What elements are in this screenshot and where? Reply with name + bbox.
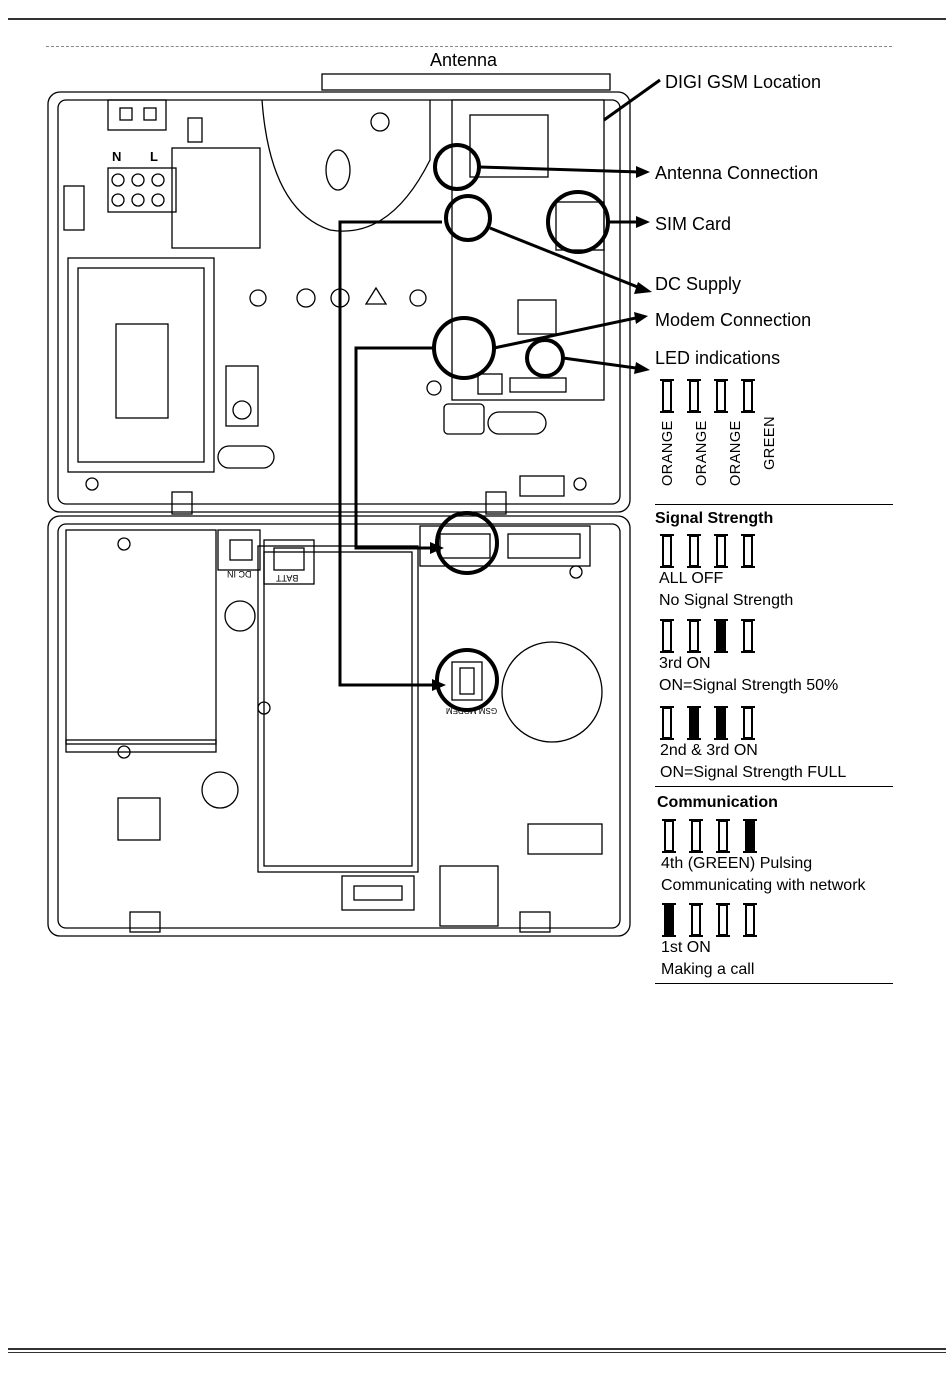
dc-in-marking: DC IN <box>227 569 252 580</box>
signal-state-2-line2: ON=Signal Strength 50% <box>659 677 839 694</box>
led-3 <box>714 706 728 740</box>
led-1 <box>660 534 674 568</box>
led-color-4: GREEN <box>762 415 778 470</box>
separator <box>655 786 893 787</box>
led-2 <box>687 619 701 653</box>
page-bottom-rule <box>8 1348 946 1350</box>
led-4 <box>743 903 757 937</box>
signal-state-3-line2: ON=Signal Strength FULL <box>660 764 847 781</box>
signal-strength-heading: Signal Strength <box>655 510 774 527</box>
led-4 <box>741 619 755 653</box>
led-3 <box>714 379 728 413</box>
led-4 <box>741 379 755 413</box>
signal-state-2-leds <box>660 619 755 653</box>
antenna-label: Antenna <box>430 50 498 70</box>
signal-state-1-leds <box>660 534 755 568</box>
led-2 <box>687 379 701 413</box>
led-1 <box>660 706 674 740</box>
sim-card-label: SIM Card <box>655 214 732 234</box>
modem-connection-label: Modem Connection <box>655 310 812 330</box>
batt-marking: BATT <box>276 573 299 584</box>
signal-state-1-line1: ALL OFF <box>659 570 724 587</box>
led-legend-row <box>660 379 755 413</box>
gsm-modem-marking: GSM MODEM <box>446 705 498 715</box>
page-dashed-rule <box>46 46 892 47</box>
comm-state-1-line2: Communicating with network <box>661 877 866 894</box>
led-2 <box>689 903 703 937</box>
comm-state-2-line2: Making a call <box>661 961 755 978</box>
led-3 <box>716 819 730 853</box>
separator <box>655 983 893 984</box>
led-3 <box>716 903 730 937</box>
digi-gsm-location-label: DIGI GSM Location <box>665 72 822 92</box>
led-4 <box>741 534 755 568</box>
led-indications-label: LED indications <box>655 348 781 368</box>
live-marking: L <box>150 149 158 164</box>
led-1 <box>660 379 674 413</box>
signal-state-3-leds <box>660 706 755 740</box>
signal-state-1-line2: No Signal Strength <box>659 592 794 609</box>
led-3 <box>714 534 728 568</box>
led-color-3: ORANGE <box>728 420 744 486</box>
neutral-marking: N <box>112 149 122 164</box>
comm-state-2-leds <box>662 903 757 937</box>
led-1 <box>662 819 676 853</box>
comm-state-1-line1: 4th (GREEN) Pulsing <box>661 855 813 872</box>
page-top-rule <box>8 18 946 20</box>
dc-supply-label: DC Supply <box>655 274 742 294</box>
led-color-1: ORANGE <box>660 420 676 486</box>
led-1 <box>662 903 676 937</box>
signal-state-3-line1: 2nd & 3rd ON <box>660 742 758 759</box>
antenna-connection-label: Antenna Connection <box>655 163 819 183</box>
page-bottom-rule-thin <box>8 1352 946 1353</box>
led-2 <box>687 706 701 740</box>
signal-state-2-line1: 3rd ON <box>659 655 711 672</box>
led-3 <box>714 619 728 653</box>
comm-state-1-leds <box>662 819 757 853</box>
led-4 <box>743 819 757 853</box>
separator <box>655 504 893 505</box>
communication-heading: Communication <box>657 794 778 811</box>
led-4 <box>741 706 755 740</box>
led-2 <box>687 534 701 568</box>
comm-state-2-line1: 1st ON <box>661 939 711 956</box>
led-color-2: ORANGE <box>694 420 710 486</box>
led-2 <box>689 819 703 853</box>
led-1 <box>660 619 674 653</box>
